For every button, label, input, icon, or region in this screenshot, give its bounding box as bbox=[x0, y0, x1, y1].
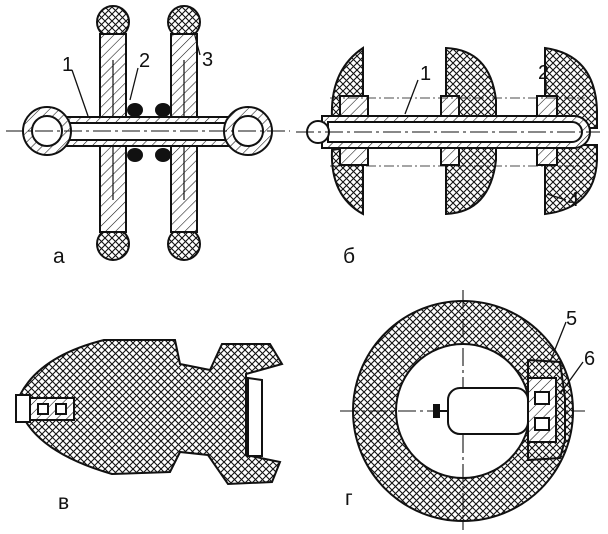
callout-g-5: 5 bbox=[566, 308, 578, 330]
panel-a-leaders bbox=[71, 31, 201, 117]
panel-b-leaders bbox=[404, 79, 567, 201]
panel-g-fitting bbox=[527, 358, 566, 462]
panel-b-drawing bbox=[296, 46, 600, 216]
panel-g-cylinder bbox=[433, 387, 529, 435]
panel-g-leaders bbox=[549, 321, 584, 395]
panel-v-drawing bbox=[15, 339, 284, 486]
panel-g-drawing bbox=[340, 290, 585, 530]
panel-a-rod bbox=[22, 106, 273, 156]
callout-g-6: 6 bbox=[584, 348, 596, 370]
callout-b-4: 4 bbox=[568, 189, 580, 211]
panel-label-b: б bbox=[343, 245, 356, 268]
panel-b-fittings bbox=[339, 95, 558, 166]
callout-a-1: 1 bbox=[62, 54, 74, 76]
callout-b-2: 2 bbox=[538, 62, 550, 84]
panel-a-seals bbox=[127, 103, 171, 162]
panel-label-v: в bbox=[58, 491, 70, 514]
panel-v-fitting bbox=[15, 394, 75, 423]
panel-a-drawing bbox=[6, 5, 290, 261]
callout-a-3: 3 bbox=[202, 49, 214, 71]
panel-v-body bbox=[19, 339, 284, 486]
callout-a-2: 2 bbox=[139, 50, 151, 72]
panel-label-a: а bbox=[53, 245, 65, 268]
callout-b-1: 1 bbox=[420, 63, 432, 85]
panel-label-g: г bbox=[345, 487, 353, 510]
